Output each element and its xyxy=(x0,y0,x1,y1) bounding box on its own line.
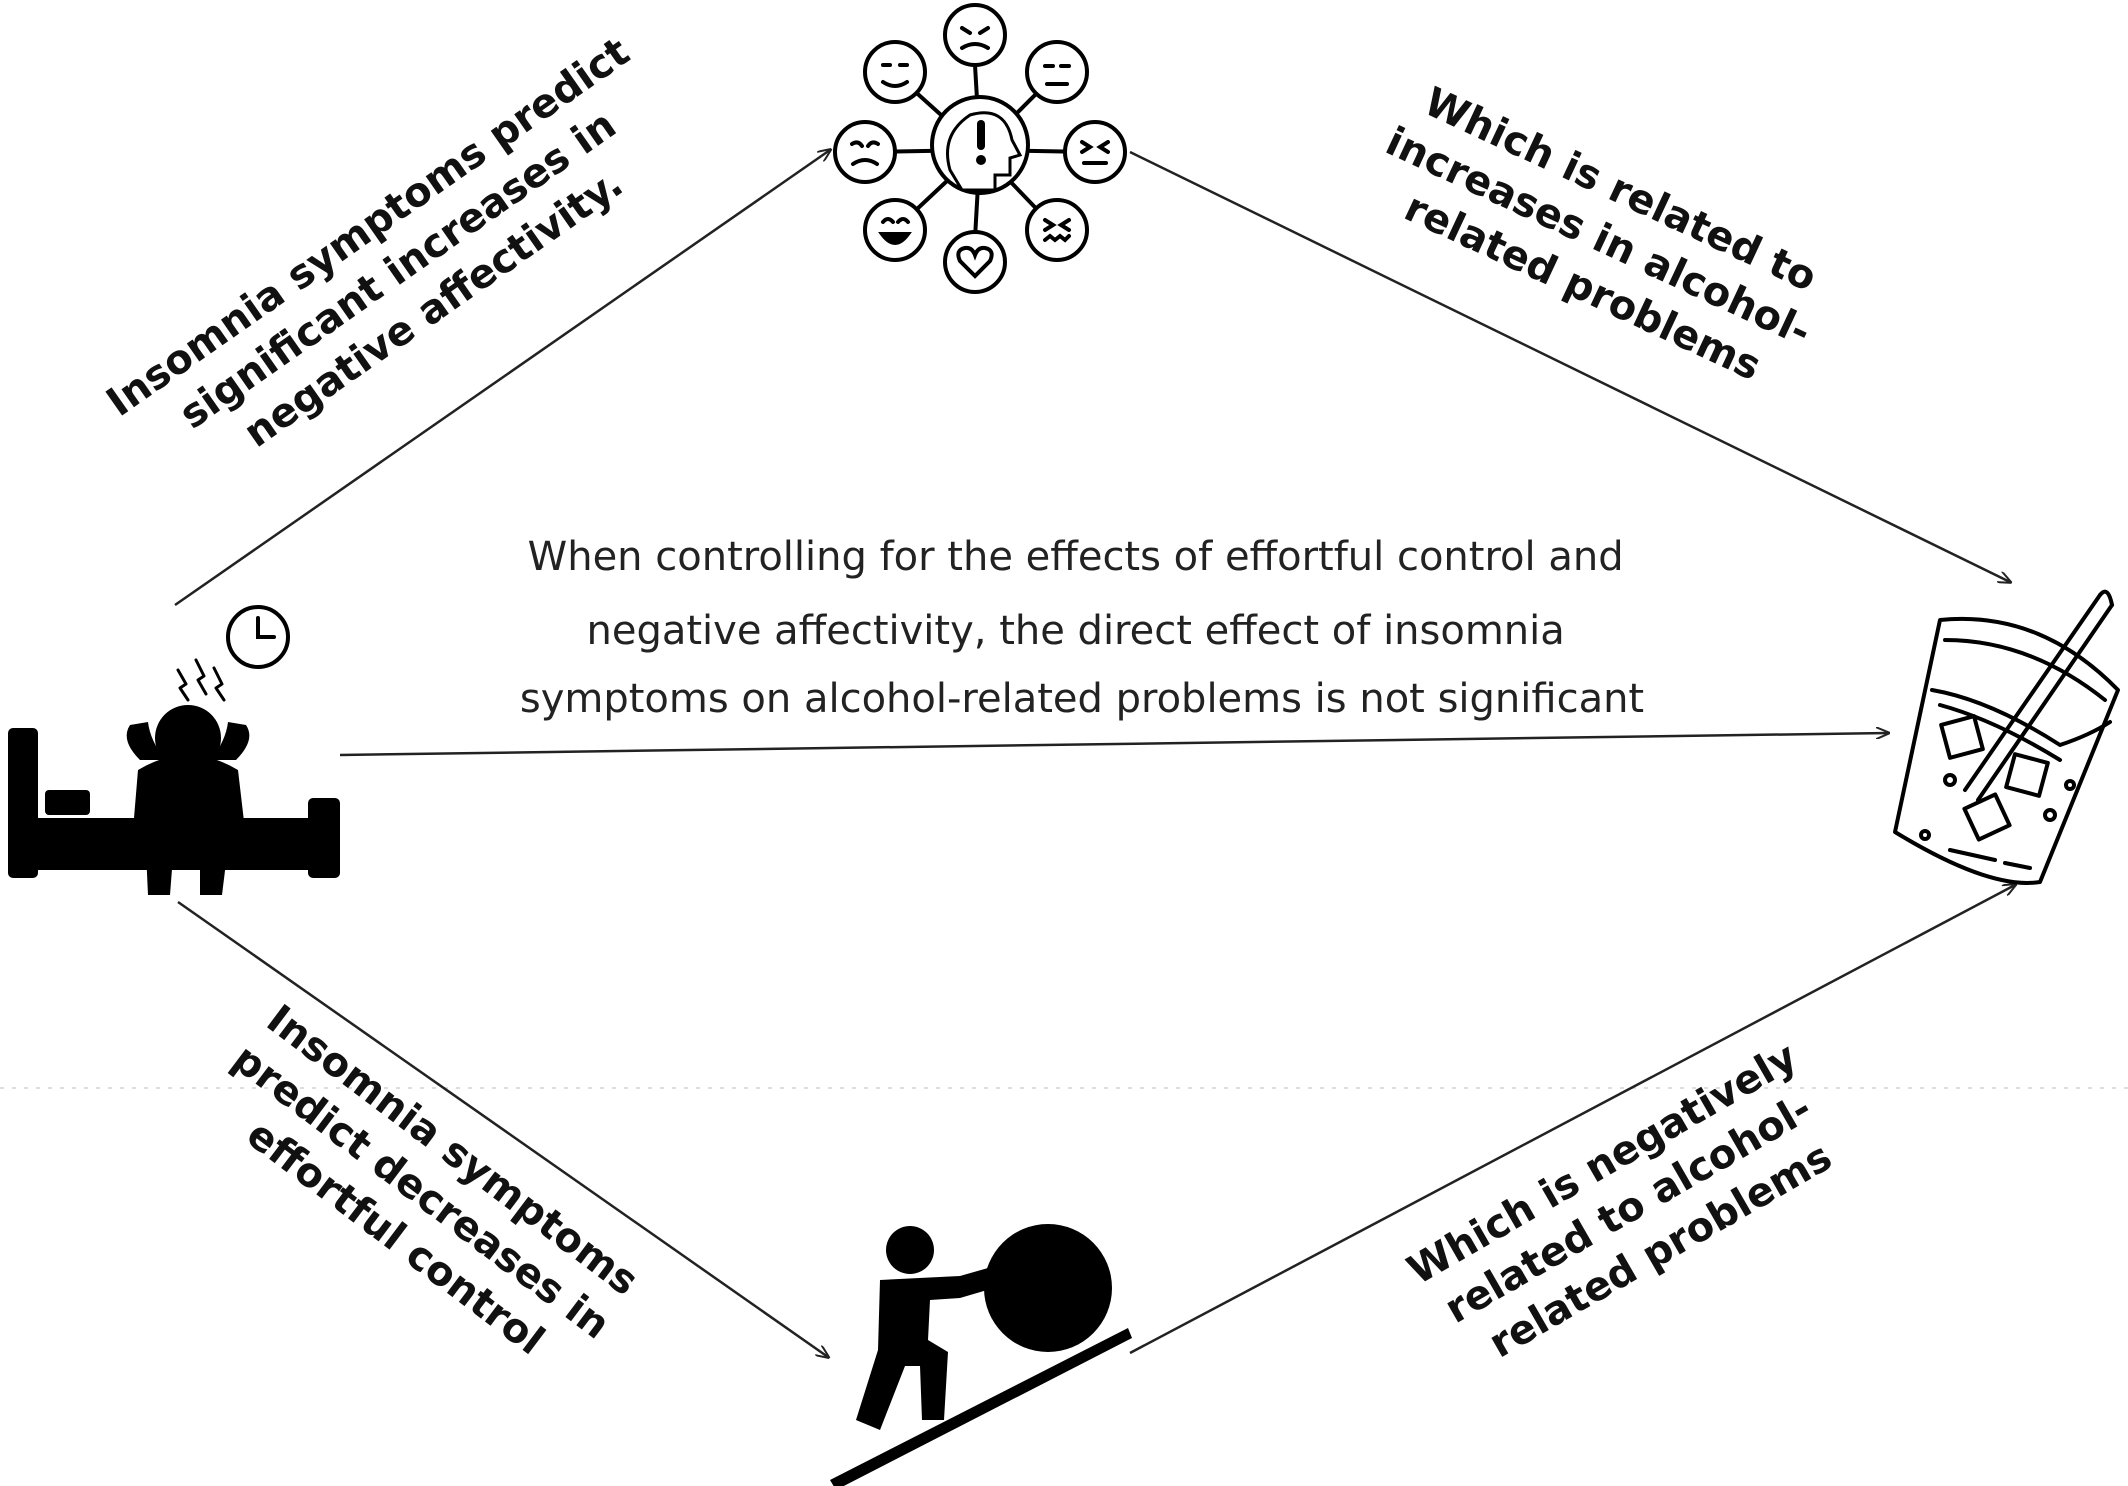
label-center: When controlling for the effects of effo… xyxy=(520,534,1644,722)
face-lower-left-icon xyxy=(863,198,927,262)
label-bottom-right: Which is negatively related to alcohol- … xyxy=(1400,1027,1869,1384)
label-center-line-2: negative affectivity, the direct effect … xyxy=(587,608,1565,654)
face-upper-right-icon xyxy=(1025,40,1089,104)
insomnia-person-on-bed-icon xyxy=(8,605,340,895)
label-bottom-left-line-2: predict decreases in xyxy=(224,1036,618,1349)
face-right-icon xyxy=(1063,120,1127,184)
clock-icon xyxy=(226,605,290,669)
face-left-icon xyxy=(833,120,897,184)
push-boulder-uphill-icon xyxy=(830,1224,1132,1486)
label-center-line-1: When controlling for the effects of effo… xyxy=(528,534,1624,580)
face-upper-left-icon xyxy=(863,40,927,104)
arrow-insomnia-to-negative-affectivity xyxy=(174,150,830,607)
face-top-icon xyxy=(943,3,1007,67)
label-top-left-line-2: significant increases in xyxy=(171,102,624,438)
emotions-head-icon xyxy=(833,3,1127,294)
arrow-negative-affectivity-to-alcohol xyxy=(1129,150,2010,582)
face-lower-right-icon xyxy=(1025,198,1089,262)
arrow-insomnia-to-effortful-control xyxy=(177,900,828,1357)
label-top-right: Which is related to increases in alcohol… xyxy=(1357,71,1852,408)
arrow-effortful-control-to-alcohol xyxy=(1129,885,2015,1355)
label-top-left: Insomnia symptoms predict significant in… xyxy=(98,21,708,511)
stress-lightning-icon xyxy=(176,658,226,702)
person-holding-head-icon xyxy=(126,705,250,895)
alcohol-glass-icon xyxy=(1893,589,2120,885)
arrow-insomnia-to-alcohol-direct xyxy=(339,733,1888,757)
face-bottom-heart-icon xyxy=(943,230,1007,294)
label-bottom-left: Insomnia symptoms predict decreases in e… xyxy=(193,994,661,1398)
label-center-line-3: symptoms on alcohol-related problems is … xyxy=(520,676,1644,722)
